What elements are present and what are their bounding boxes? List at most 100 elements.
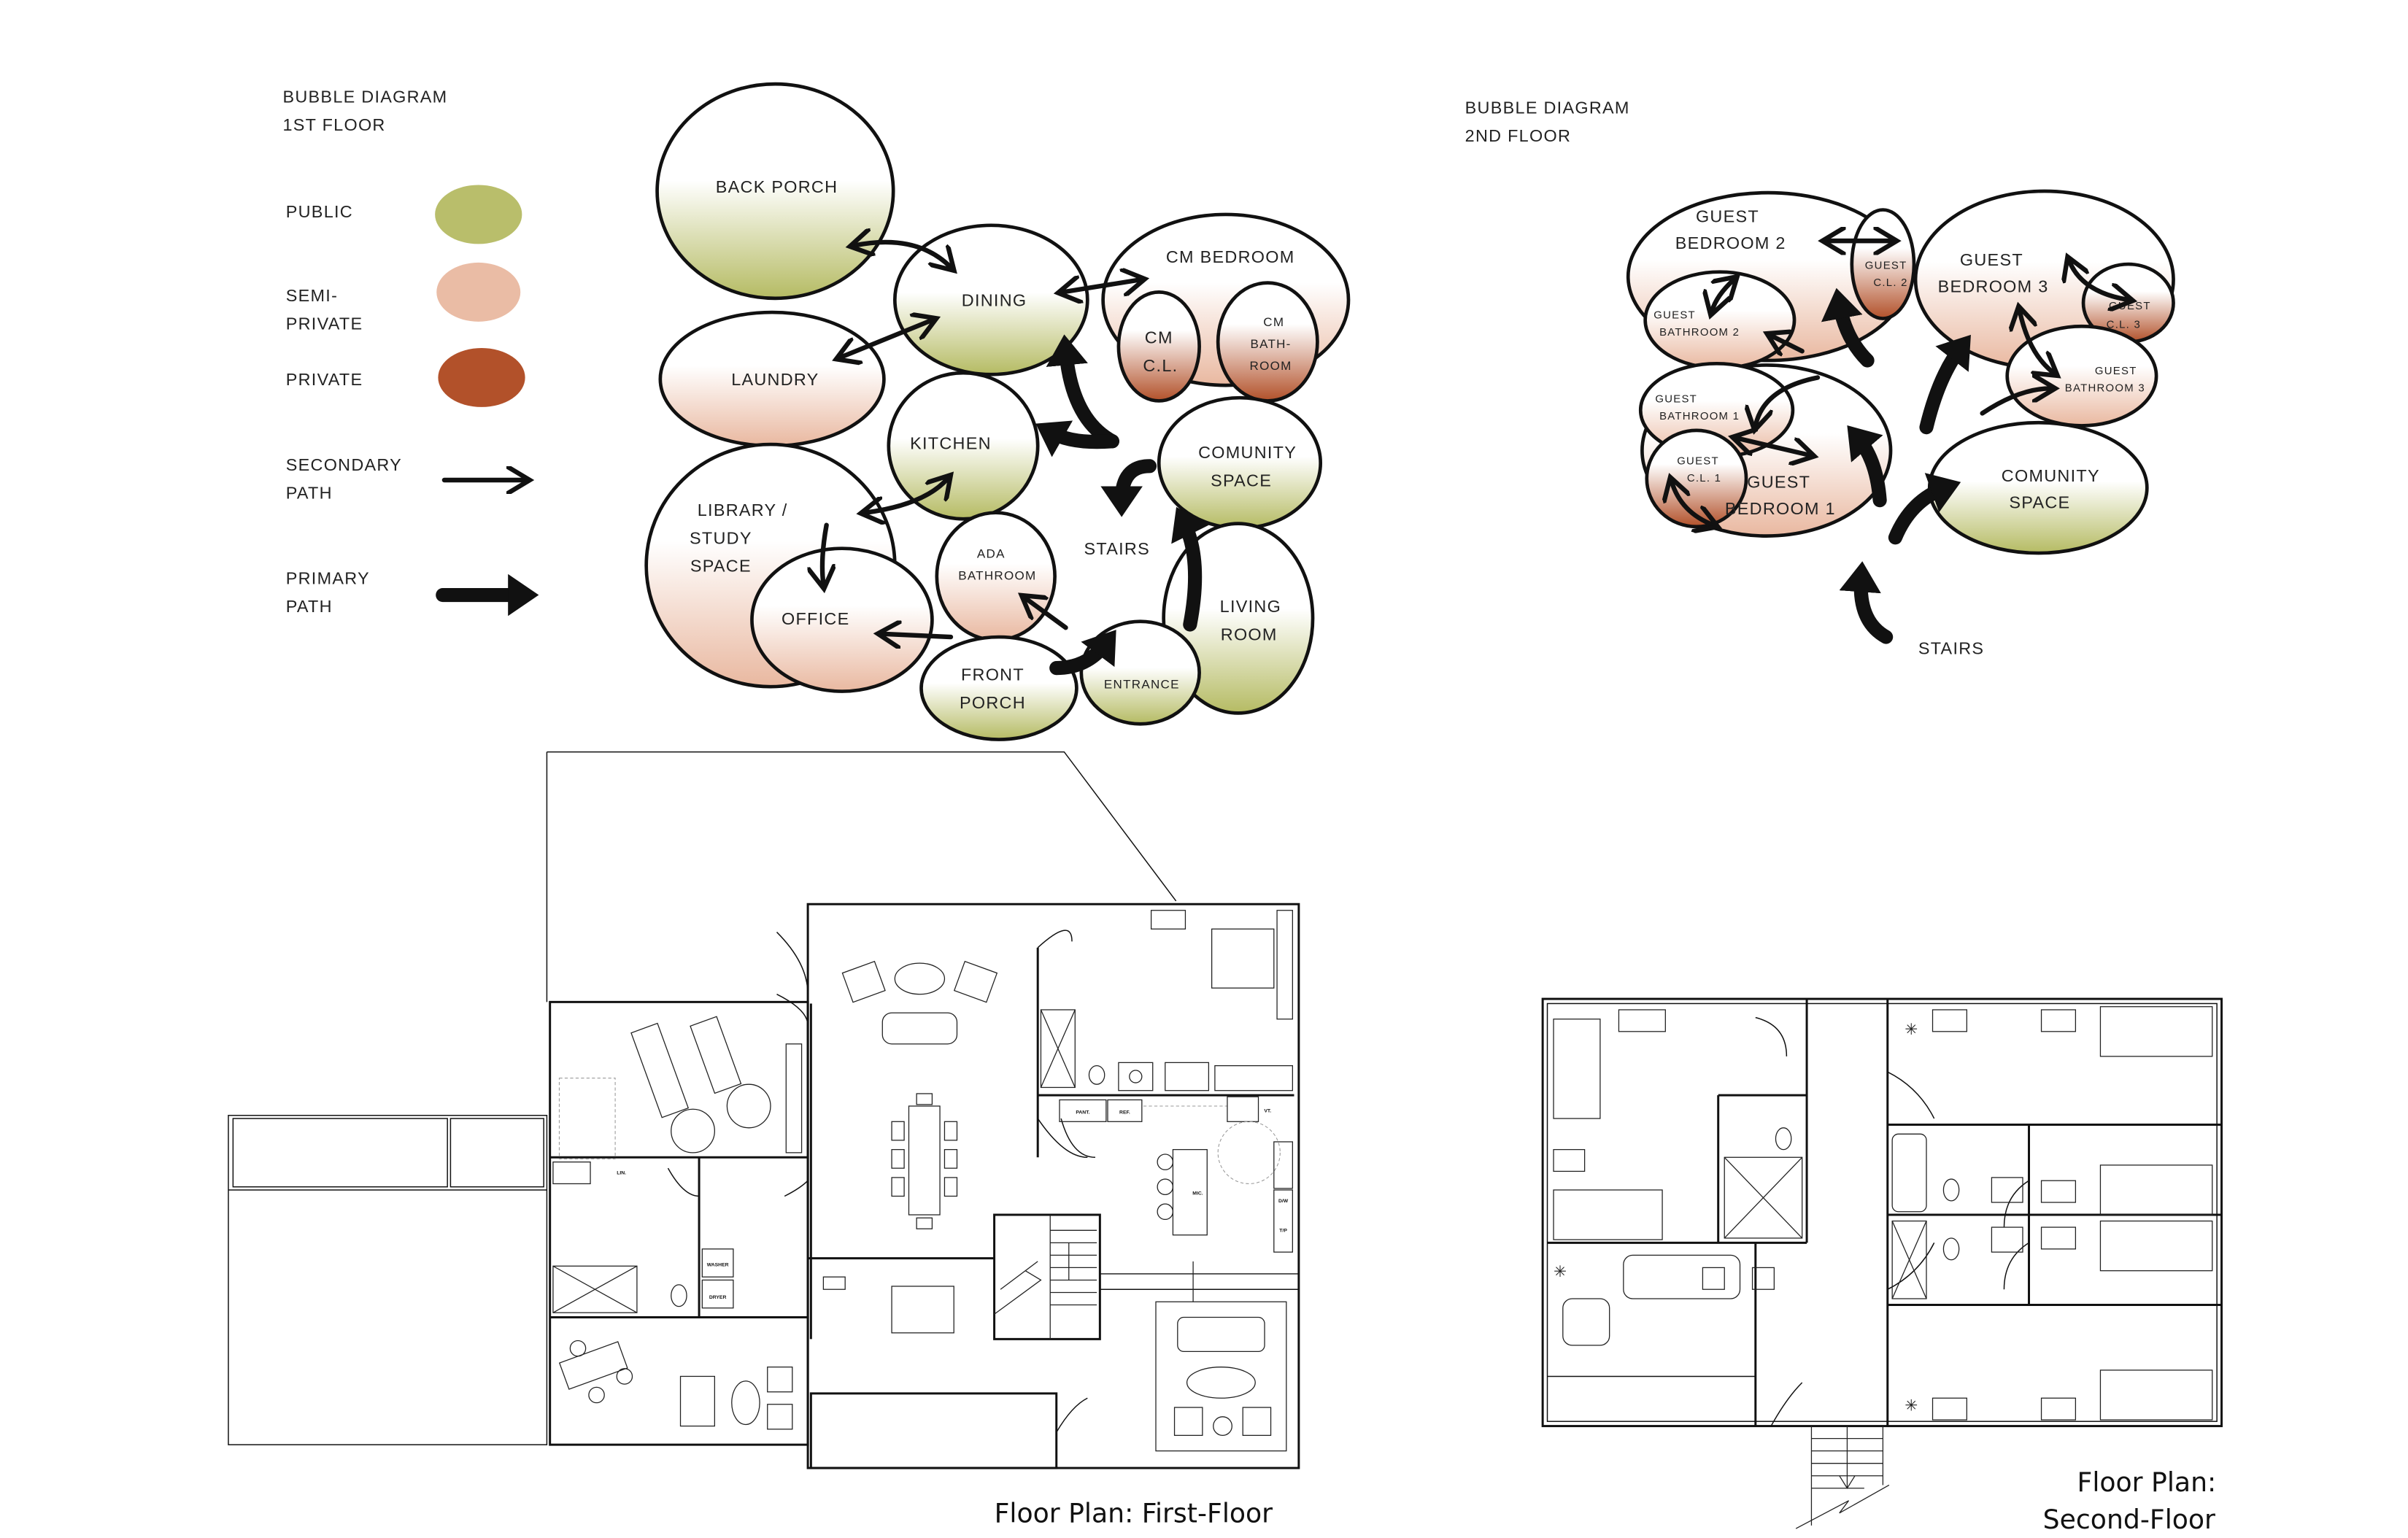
garage-outline	[228, 1115, 548, 1445]
label-gbath1-1: GUEST	[1655, 394, 1697, 406]
label-gcl3-1: GUEST	[2109, 301, 2151, 312]
label-library-1: LIBRARY /	[698, 501, 788, 519]
path-gb3-gbath3	[2020, 311, 2054, 373]
label-library-2: STUDY	[690, 528, 752, 547]
legend-public-label: PUBLIC	[286, 202, 353, 221]
label-gcl2-2: C.L. 2	[1873, 277, 1907, 289]
roof-outline	[546, 751, 1177, 1002]
label-gbath3-1: GUEST	[2095, 366, 2137, 377]
label-gb3-2: BEDROOM 3	[1938, 277, 2049, 295]
path-dining-cmbedroom	[1062, 279, 1140, 292]
label-library-3: SPACE	[690, 557, 752, 576]
label-washer: WASHER	[707, 1262, 729, 1267]
bubble-diagram-1st-floor: BACK PORCH DINING CM BEDROOM CM C.L. CM …	[644, 82, 1351, 741]
diagram-subtitle-1st: 1ST FLOOR	[282, 115, 385, 134]
legend-secondary-label-1: SECONDARY	[286, 455, 402, 474]
label-gb1-2: BEDROOM 1	[1725, 499, 1836, 518]
label-linen: LIN.	[617, 1171, 626, 1176]
floor-plan-second-floor: ✳ ✳ ✳ Floor Plan: Second-Floor	[1541, 997, 2223, 1535]
label-gb2-1: GUEST	[1696, 207, 1759, 226]
left-wing-outline	[549, 1000, 809, 1446]
label-community-2nd-1: COMUNITY	[2002, 466, 2100, 485]
plant-icon: ✳	[1905, 1396, 1918, 1414]
path-laundry-dining	[841, 320, 933, 358]
path-gb3-gcl3	[2069, 261, 2129, 300]
label-kitchen: KITCHEN	[910, 433, 992, 452]
diagram-title-1st: BUBBLE DIAGRAM	[282, 88, 447, 107]
label-trash: T/P	[1279, 1228, 1287, 1233]
label-dishwasher: D/W	[1278, 1199, 1289, 1204]
label-living-1: LIVING	[1220, 597, 1281, 616]
label-vt: VT.	[1264, 1109, 1271, 1114]
plant-icon: ✳	[1905, 1021, 1918, 1038]
diagram-subtitle-2nd: 2ND FLOOR	[1465, 126, 1571, 145]
label-cm-bedroom: CM BEDROOM	[1166, 247, 1295, 266]
label-front-porch-2: PORCH	[960, 693, 1026, 712]
path-library-kitchen	[865, 479, 948, 513]
label-entrance: ENTRANCE	[1104, 677, 1180, 691]
label-microwave: MIC.	[1192, 1191, 1203, 1196]
path-to-ada	[1025, 598, 1068, 630]
label-stairs-1st: STAIRS	[1084, 539, 1150, 558]
caption-second-floor-1: Floor Plan:	[2077, 1466, 2217, 1498]
label-ada-2: BATHROOM	[958, 568, 1036, 582]
primary-path-to-gb1	[1847, 425, 1887, 508]
primary-path-entrance	[1049, 630, 1116, 676]
legend-semi-swatch	[436, 262, 521, 322]
deck	[809, 1392, 1058, 1469]
label-cm-closet-2: C.L.	[1143, 356, 1178, 375]
diagram-title-2nd: BUBBLE DIAGRAM	[1465, 98, 1630, 117]
stairs-1st	[994, 1215, 1097, 1340]
primary-path-to-dining	[1046, 334, 1119, 449]
label-back-porch: BACK PORCH	[716, 177, 838, 196]
label-gbath2-1: GUEST	[1653, 310, 1696, 322]
bubble-entrance	[1079, 619, 1201, 726]
legend: BUBBLE DIAGRAM 1ST FLOOR PUBLIC SEMI- PR…	[282, 88, 539, 617]
bubble-office	[750, 546, 934, 693]
label-gcl1-1: GUEST	[1677, 456, 1719, 468]
caption-first-floor: Floor Plan: First-Floor	[995, 1498, 1273, 1529]
legend-secondary-label-2: PATH	[286, 484, 333, 503]
label-gb1-1: GUEST	[1747, 473, 1810, 492]
label-ada-1: ADA	[977, 546, 1006, 560]
label-cm-bath-2: BATH-	[1250, 337, 1291, 351]
label-gb3-1: GUEST	[1960, 250, 2023, 269]
label-cm-bath-1: CM	[1263, 315, 1284, 329]
bubble-cm-closet	[1116, 290, 1201, 403]
main-house-outline	[806, 903, 1300, 1469]
path-gbath1-gb1	[1737, 438, 1810, 455]
label-cm-closet-1: CM	[1145, 328, 1173, 347]
primary-path-to-kitchen	[1035, 420, 1119, 457]
legend-primary-label-2: PATH	[286, 597, 333, 616]
stairs-2nd	[1795, 1426, 1890, 1529]
path-to-gbath1	[1756, 375, 1821, 425]
bubble-community-space-2nd	[1927, 420, 2149, 555]
primary-path-to-stairs	[1100, 459, 1157, 517]
path-library-office	[822, 522, 827, 584]
legend-private-label: PRIVATE	[286, 370, 363, 389]
label-community-1: COMUNITY	[1198, 443, 1297, 462]
label-cm-bath-3: ROOM	[1250, 359, 1292, 373]
path-gcl1-gb1	[1672, 482, 1713, 525]
label-gb2-2: BEDROOM 2	[1675, 233, 1786, 252]
path-backporch-dining	[854, 242, 951, 267]
label-stairs-2nd: STAIRS	[1918, 638, 1984, 657]
bubble-back-porch	[655, 82, 895, 301]
label-dryer: DRYER	[709, 1295, 727, 1300]
bubble-community-space	[1157, 395, 1323, 530]
bubble-diagram-2nd-floor: BUBBLE DIAGRAM 2ND FLOOR GUEST BEDROOM 2…	[1465, 98, 2175, 657]
label-gcl1-2: C.L. 1	[1687, 473, 1721, 484]
path-to-office	[882, 634, 954, 637]
legend-semi-label-1: SEMI-	[286, 286, 338, 305]
label-dining: DINING	[962, 291, 1027, 310]
plant-icon: ✳	[1554, 1263, 1567, 1280]
primary-path-living-community	[1171, 506, 1209, 632]
primary-path-stairs-up	[1839, 561, 1894, 644]
legend-semi-label-2: PRIVATE	[286, 314, 363, 333]
label-gcl2-1: GUEST	[1865, 260, 1907, 271]
label-gbath3-2: BATHROOM 3	[2065, 383, 2145, 395]
primary-path-to-community	[1888, 473, 1961, 545]
legend-private-swatch	[438, 348, 525, 407]
bubble-front-porch	[919, 635, 1078, 741]
